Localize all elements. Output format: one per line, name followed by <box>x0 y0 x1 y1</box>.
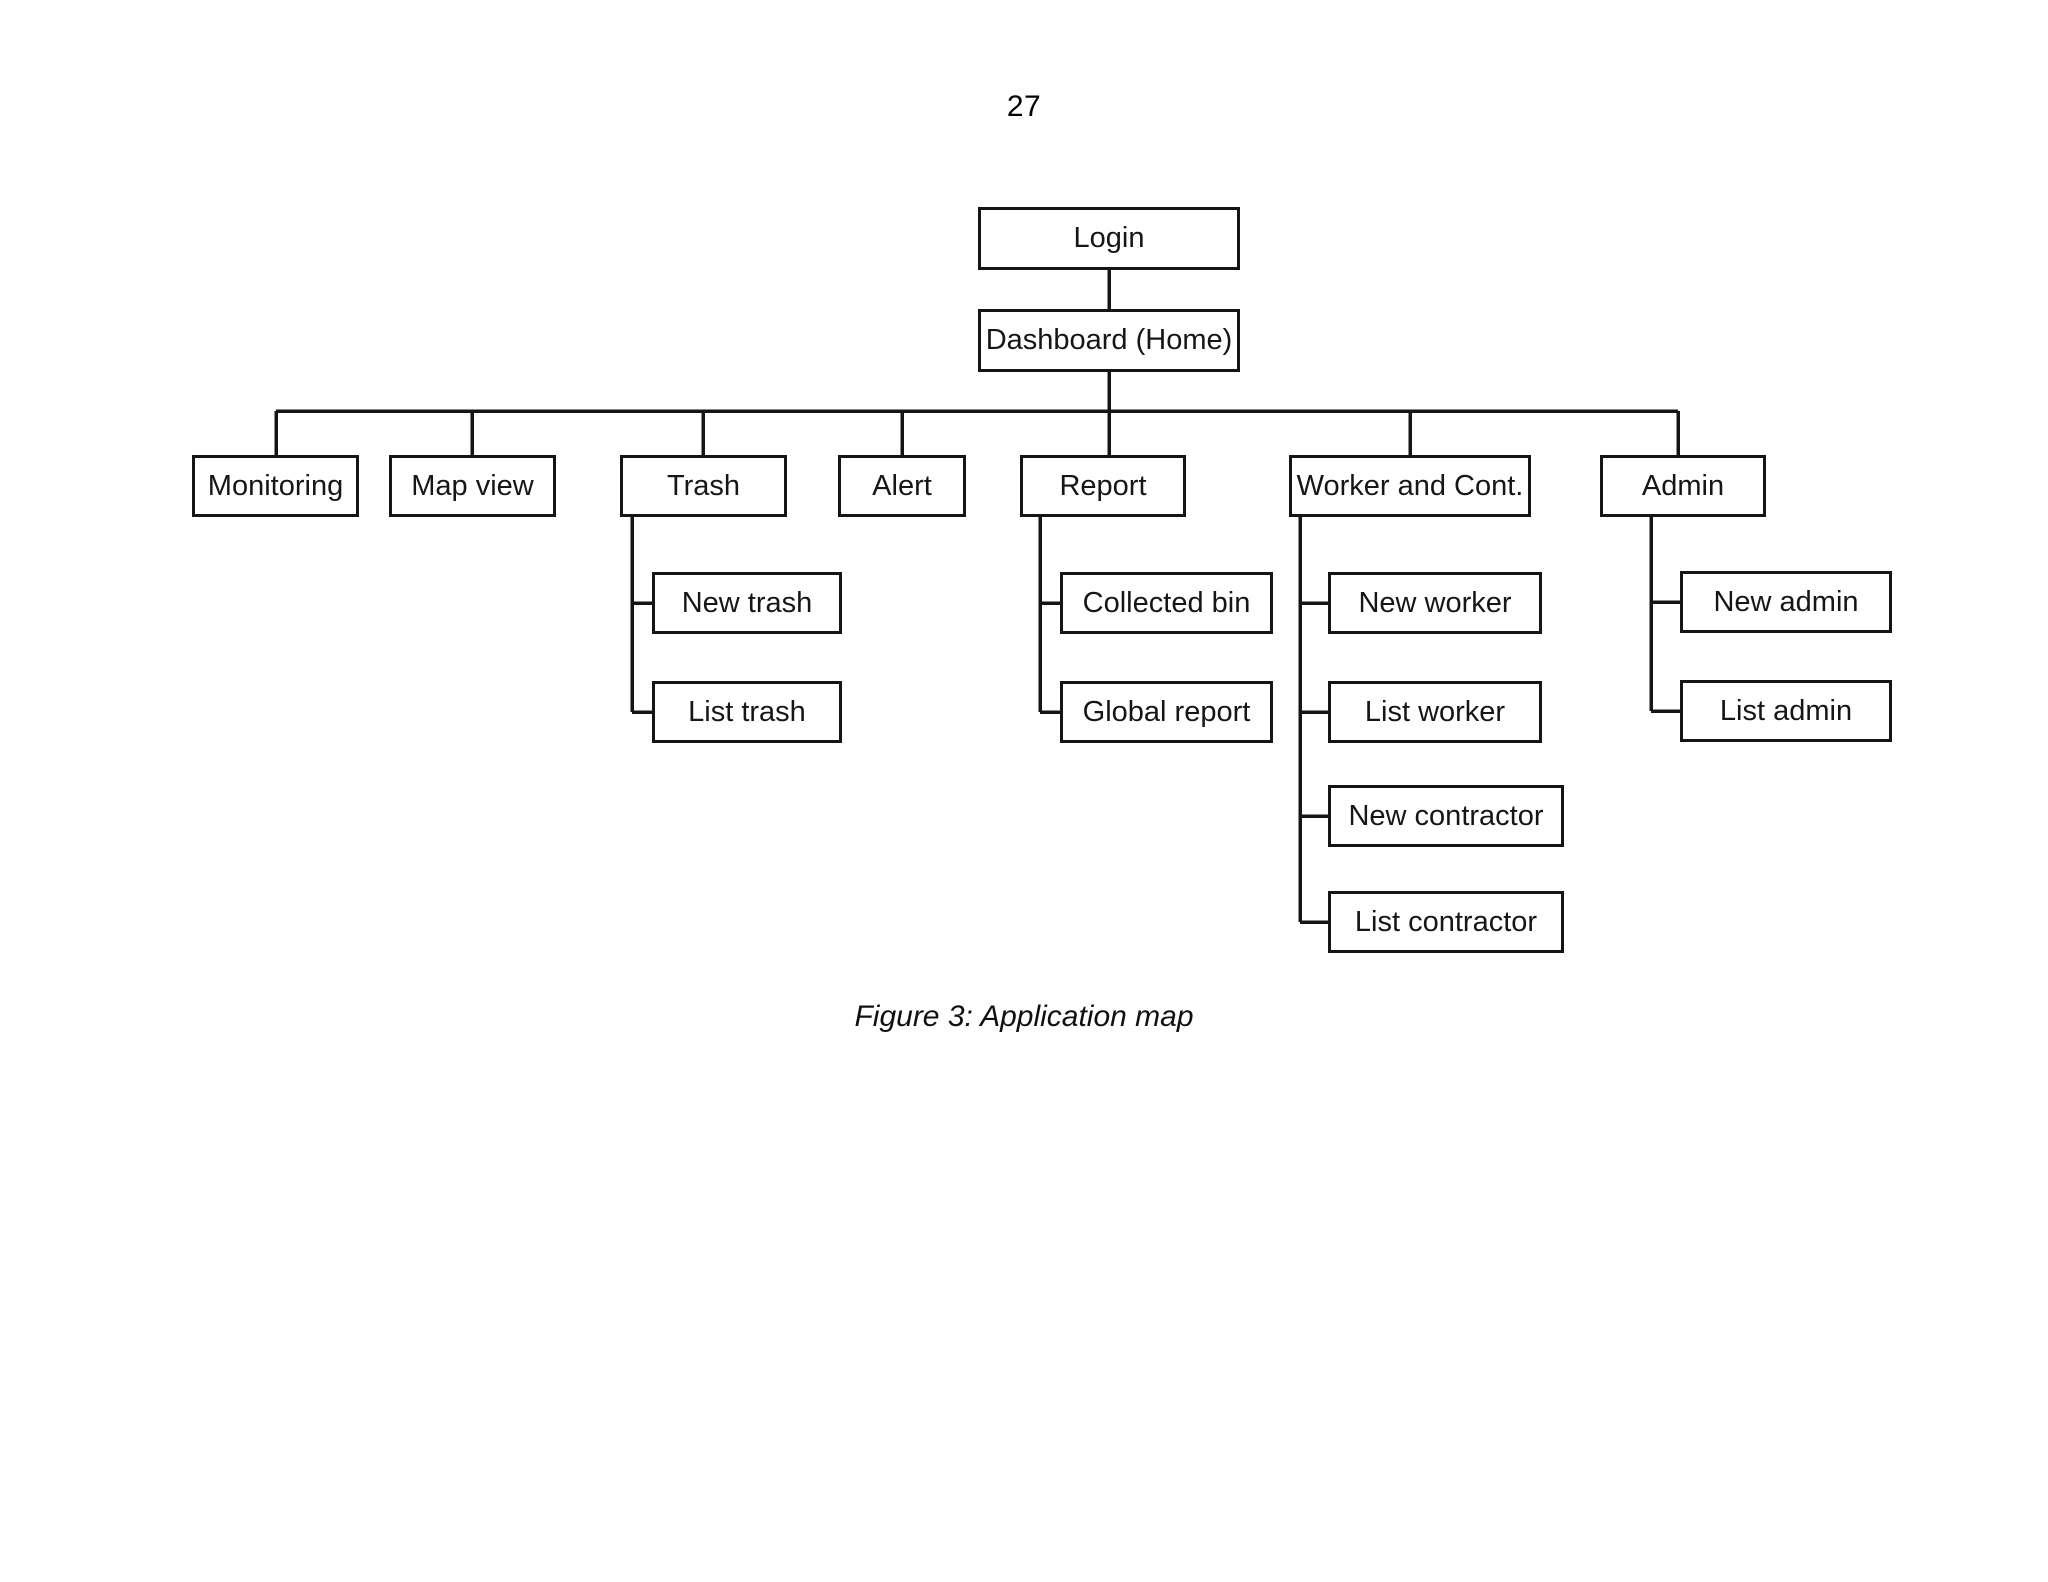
node-list-admin[interactable]: List admin <box>1680 680 1892 742</box>
node-list-worker[interactable]: List worker <box>1328 681 1542 743</box>
node-new-contractor-label: New contractor <box>1348 799 1544 832</box>
connector-lines <box>274 270 1680 924</box>
node-login-label: Login <box>1073 222 1145 254</box>
node-global-report-label: Global report <box>1082 695 1251 728</box>
node-list-trash-label: List trash <box>688 695 806 728</box>
page-number: 27 <box>1006 90 1042 123</box>
figure-caption: Figure 3: Application map <box>854 1000 1194 1033</box>
node-alert[interactable]: Alert <box>838 455 966 517</box>
node-global-report[interactable]: Global report <box>1060 681 1273 743</box>
node-new-admin-label: New admin <box>1713 585 1859 618</box>
node-new-admin[interactable]: New admin <box>1680 571 1892 633</box>
node-report[interactable]: Report <box>1020 455 1186 517</box>
node-list-trash[interactable]: List trash <box>652 681 842 743</box>
node-alert-label: Alert <box>872 469 932 502</box>
node-worker-and-cont[interactable]: Worker and Cont. <box>1289 455 1531 517</box>
application-map-diagram: Login Dashboard (Home) Monitoring Map vi… <box>192 207 1892 953</box>
node-trash[interactable]: Trash <box>620 455 787 517</box>
node-collected-bin-label: Collected bin <box>1082 586 1251 619</box>
node-list-contractor[interactable]: List contractor <box>1328 891 1564 953</box>
node-report-label: Report <box>1059 469 1147 502</box>
node-trash-label: Trash <box>666 469 741 502</box>
node-login[interactable]: Login <box>978 207 1240 270</box>
node-new-worker-label: New worker <box>1358 586 1512 619</box>
node-admin[interactable]: Admin <box>1600 455 1766 517</box>
node-list-admin-label: List admin <box>1719 694 1853 727</box>
node-new-worker[interactable]: New worker <box>1328 572 1542 634</box>
node-new-trash-label: New trash <box>681 586 813 619</box>
node-worker-and-cont-label: Worker and Cont. <box>1296 469 1524 502</box>
node-monitoring-label: Monitoring <box>207 469 344 502</box>
node-monitoring[interactable]: Monitoring <box>192 455 359 517</box>
node-map-view[interactable]: Map view <box>389 455 556 517</box>
node-list-worker-label: List worker <box>1364 695 1506 728</box>
node-collected-bin[interactable]: Collected bin <box>1060 572 1273 634</box>
node-admin-label: Admin <box>1641 469 1725 502</box>
node-map-view-label: Map view <box>411 469 534 502</box>
node-list-contractor-label: List contractor <box>1354 905 1538 938</box>
node-new-trash[interactable]: New trash <box>652 572 842 634</box>
node-dashboard[interactable]: Dashboard (Home) <box>978 309 1240 372</box>
node-new-contractor[interactable]: New contractor <box>1328 785 1564 847</box>
node-dashboard-label: Dashboard (Home) <box>985 324 1233 356</box>
